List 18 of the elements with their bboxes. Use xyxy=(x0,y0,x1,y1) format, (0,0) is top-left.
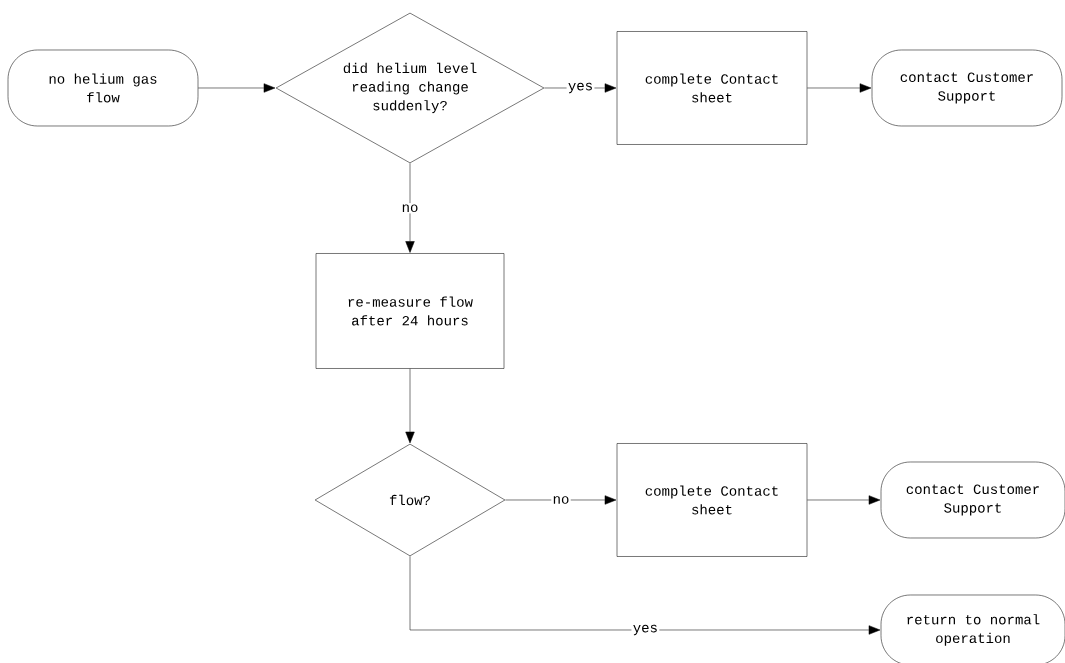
process-box: complete Contact sheet xyxy=(616,31,808,145)
arrow xyxy=(198,83,276,93)
arrow xyxy=(405,163,415,253)
arrow xyxy=(405,368,415,444)
arrow xyxy=(505,495,617,505)
arrow xyxy=(807,495,881,505)
process-box: re-measure flow after 24 hours xyxy=(315,253,505,369)
edge-label: no xyxy=(400,203,420,214)
terminal-box: no helium gas flow xyxy=(7,49,199,127)
terminal-box: contact Customer Support xyxy=(871,49,1063,127)
edge-label: yes xyxy=(566,81,595,95)
terminal-box: contact Customer Support xyxy=(880,461,1065,539)
arrow xyxy=(807,83,872,93)
edge-label: yes xyxy=(631,623,660,637)
edge-label: no xyxy=(551,494,571,506)
process-box: complete Contact sheet xyxy=(616,443,808,557)
arrow xyxy=(409,556,881,635)
terminal-box: return to normal operation xyxy=(880,594,1065,663)
